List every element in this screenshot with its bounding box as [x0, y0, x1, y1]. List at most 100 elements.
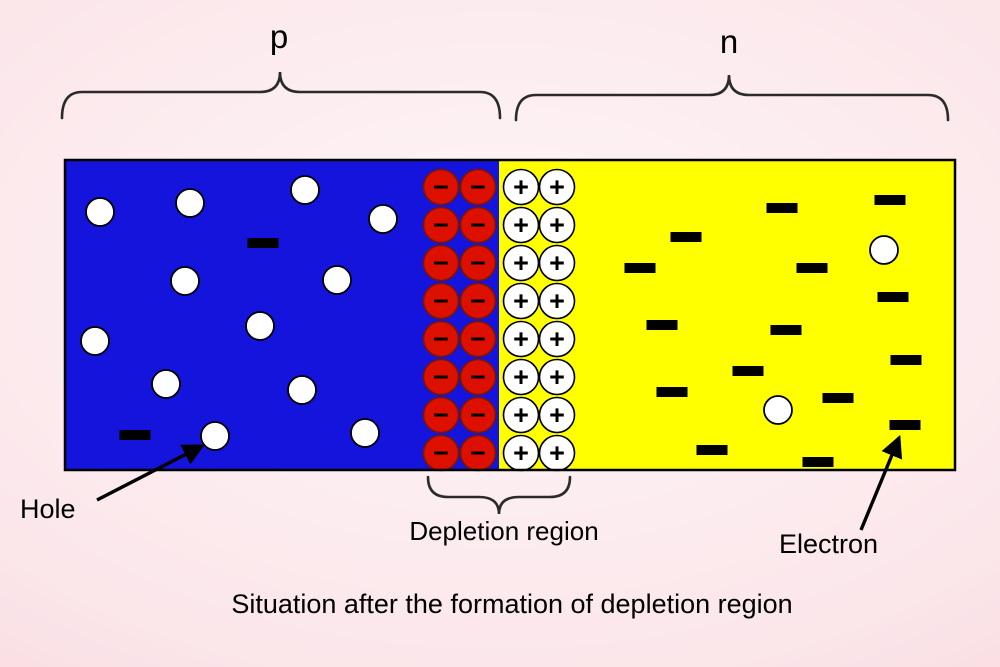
- minus-sign: −: [433, 400, 449, 430]
- electron: [119, 430, 151, 440]
- hole: [322, 265, 352, 295]
- positive-ion: [502, 168, 540, 206]
- electron: [656, 387, 688, 397]
- minus-sign: −: [433, 210, 449, 240]
- plus-sign: +: [549, 210, 565, 240]
- electron: [822, 393, 854, 403]
- plus-sign: +: [513, 400, 529, 430]
- hole: [175, 188, 205, 218]
- positive-ion: [502, 358, 540, 396]
- minus-sign: −: [433, 172, 449, 202]
- minus-sign: −: [470, 438, 486, 468]
- hole: [763, 395, 793, 425]
- hole: [80, 326, 110, 356]
- positive-ion: [502, 282, 540, 320]
- holes-in-p-region: [80, 175, 398, 451]
- negative-ion: [459, 358, 497, 396]
- figure-caption: Situation after the formation of depleti…: [231, 589, 792, 619]
- plus-sign: +: [513, 172, 529, 202]
- minus-sign: −: [470, 324, 486, 354]
- plus-sign: +: [549, 438, 565, 468]
- hole: [290, 175, 320, 205]
- positive-ion: [538, 206, 576, 244]
- hole-label: Hole: [20, 494, 76, 524]
- electrons-in-p-region: [119, 238, 279, 440]
- negative-ion-column: −−−−−−−−−−−−−−−−: [422, 168, 497, 472]
- negative-ion: [422, 396, 460, 434]
- minus-sign: −: [433, 324, 449, 354]
- positive-ion-column: ++++++++++++++++: [502, 168, 576, 472]
- n-brace: [514, 74, 950, 122]
- positive-ion: [502, 206, 540, 244]
- positive-ion: [502, 320, 540, 358]
- plus-sign: +: [549, 324, 565, 354]
- electron-label: Electron: [779, 529, 878, 559]
- plus-sign: +: [549, 400, 565, 430]
- minus-sign: −: [470, 210, 486, 240]
- electron: [889, 420, 921, 430]
- plus-sign: +: [513, 324, 529, 354]
- negative-ion: [422, 282, 460, 320]
- n-region: [499, 160, 955, 470]
- hole: [85, 197, 115, 227]
- plus-sign: +: [513, 362, 529, 392]
- electron: [874, 195, 906, 205]
- hole: [869, 235, 899, 265]
- positive-ion: [502, 396, 540, 434]
- plus-sign: +: [549, 172, 565, 202]
- depletion-region-label: Depletion region: [409, 516, 598, 546]
- minus-sign: −: [470, 362, 486, 392]
- negative-ion: [459, 282, 497, 320]
- negative-ion: [422, 206, 460, 244]
- positive-ion: [502, 244, 540, 282]
- p-region-label: p: [270, 18, 288, 55]
- electron: [770, 325, 802, 335]
- negative-ion: [459, 206, 497, 244]
- negative-ion: [422, 168, 460, 206]
- negative-ion: [459, 244, 497, 282]
- negative-ion: [459, 320, 497, 358]
- positive-ion: [538, 168, 576, 206]
- minus-sign: −: [470, 400, 486, 430]
- electron: [766, 203, 798, 213]
- hole: [170, 266, 200, 296]
- negative-ion: [459, 396, 497, 434]
- junction-border: [63, 158, 957, 472]
- electron: [670, 232, 702, 242]
- electron: [890, 355, 922, 365]
- hole: [287, 375, 317, 405]
- negative-ion: [422, 320, 460, 358]
- minus-sign: −: [470, 172, 486, 202]
- positive-ion: [538, 244, 576, 282]
- plus-sign: +: [549, 286, 565, 316]
- p-brace: [60, 71, 502, 120]
- electron: [696, 445, 728, 455]
- negative-ion: [422, 358, 460, 396]
- electron: [732, 366, 764, 376]
- electron-arrow: [859, 434, 903, 531]
- electron: [802, 457, 834, 467]
- electron: [624, 263, 656, 273]
- plus-sign: +: [513, 210, 529, 240]
- minus-sign: −: [470, 248, 486, 278]
- positive-ion: [538, 282, 576, 320]
- electron: [877, 292, 909, 302]
- electron: [796, 263, 828, 273]
- positive-ion: [538, 358, 576, 396]
- hole: [368, 204, 398, 234]
- hole: [200, 421, 230, 451]
- plus-sign: +: [513, 286, 529, 316]
- hole: [350, 418, 380, 448]
- plus-sign: +: [513, 248, 529, 278]
- minus-sign: −: [433, 438, 449, 468]
- negative-ion: [459, 168, 497, 206]
- minus-sign: −: [433, 362, 449, 392]
- electrons-in-n-region: [624, 195, 922, 467]
- electron: [247, 238, 279, 248]
- plus-sign: +: [549, 248, 565, 278]
- minus-sign: −: [433, 286, 449, 316]
- depletion-brace: [426, 475, 572, 515]
- plus-sign: +: [513, 438, 529, 468]
- hole: [151, 369, 181, 399]
